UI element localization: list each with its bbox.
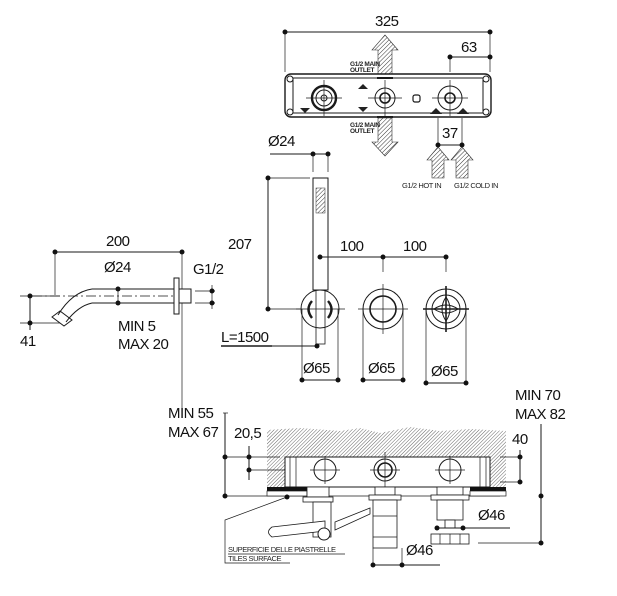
rosette-diameter-1: Ø65 xyxy=(303,360,330,377)
handshower-nozzles xyxy=(315,187,326,214)
dim-37: 37 xyxy=(442,125,458,142)
mixer-side xyxy=(430,486,470,545)
front-view: Ø24 207 100 100 xyxy=(221,133,469,386)
triangle-marker-icon xyxy=(358,107,368,112)
tiles-label-en: TILES SURFACE xyxy=(228,554,282,563)
spout-wall-max: MAX 20 xyxy=(118,336,169,353)
main-outlet-label-bottom-2: OUTLET xyxy=(350,128,375,135)
right-range-max: MAX 82 xyxy=(515,406,566,423)
rosette-diameter-3: Ø65 xyxy=(431,363,458,380)
dim-200: 200 xyxy=(106,233,130,250)
main-outlet-arrow-down-icon xyxy=(371,117,399,157)
spout-wall-min: MIN 5 xyxy=(118,318,156,335)
dim-spout-diameter: Ø24 xyxy=(104,259,131,276)
dim-handshower-diameter: Ø24 xyxy=(268,133,295,150)
rosette-diameter-2: Ø65 xyxy=(368,360,395,377)
dim-spacing-1: 100 xyxy=(340,238,364,255)
diverter-side xyxy=(368,486,402,549)
hot-in-label: G1/2 HOT IN xyxy=(402,181,441,190)
left-range-max: MAX 67 xyxy=(168,424,219,441)
section-view: MIN 55 MAX 67 20,5 xyxy=(168,387,566,568)
mixer-rosette xyxy=(423,286,469,332)
dim-diameter-46-bottom: Ø46 xyxy=(406,542,433,559)
dim-207: 207 xyxy=(228,236,252,253)
hose-length: L=1500 xyxy=(221,329,269,346)
dim-40: 40 xyxy=(512,431,528,448)
triangle-marker-icon xyxy=(300,108,310,113)
mixer-valve xyxy=(432,80,468,116)
cold-in-label: G1/2 COLD IN xyxy=(454,181,498,190)
main-outlet-label-bottom-1: G1/2 MAIN xyxy=(350,122,380,129)
dim-thread-g12: G1/2 xyxy=(193,261,224,278)
spout-view: 200 Ø24 G1/2 41 MIN 5 MAX 20 xyxy=(20,233,224,415)
dim-20-5: 20,5 xyxy=(234,425,261,442)
tiles-label-it: SUPERFICIE DELLE PIASTRELLE xyxy=(228,545,336,554)
triangle-marker-icon xyxy=(358,84,368,89)
spout-flange xyxy=(173,277,180,315)
tile-right xyxy=(470,487,506,491)
dim-63: 63 xyxy=(461,39,477,56)
main-outlet-arrow-up-icon xyxy=(371,34,399,75)
triangle-marker-icon xyxy=(457,108,469,114)
handshower-holder-rosette xyxy=(296,289,345,345)
dim-325: 325 xyxy=(375,13,399,30)
main-outlet-label-top-1: G1/2 MAIN xyxy=(350,61,380,68)
triangle-marker-icon xyxy=(430,108,442,114)
dim-spacing-2: 100 xyxy=(403,238,427,255)
cold-inlet-arrow-icon xyxy=(450,146,474,179)
main-outlet-label-top-2: OUTLET xyxy=(350,67,375,74)
handshower-holder-side xyxy=(268,486,371,541)
lock-symbol-icon xyxy=(412,94,421,103)
center-valve xyxy=(368,77,402,118)
dim-41: 41 xyxy=(20,333,36,350)
hot-inlet-arrow-icon xyxy=(426,146,450,179)
tile-left xyxy=(267,487,307,491)
right-range-min: MIN 70 xyxy=(515,387,561,404)
top-view: 325 63 G1/2 MAIN OUTLET xyxy=(282,13,498,190)
diverter-rosette xyxy=(358,284,408,334)
left-range-min: MIN 55 xyxy=(168,405,214,422)
mixer-body-section xyxy=(284,456,491,488)
diverter-valve xyxy=(306,80,342,116)
dim-diameter-46-right: Ø46 xyxy=(478,507,505,524)
